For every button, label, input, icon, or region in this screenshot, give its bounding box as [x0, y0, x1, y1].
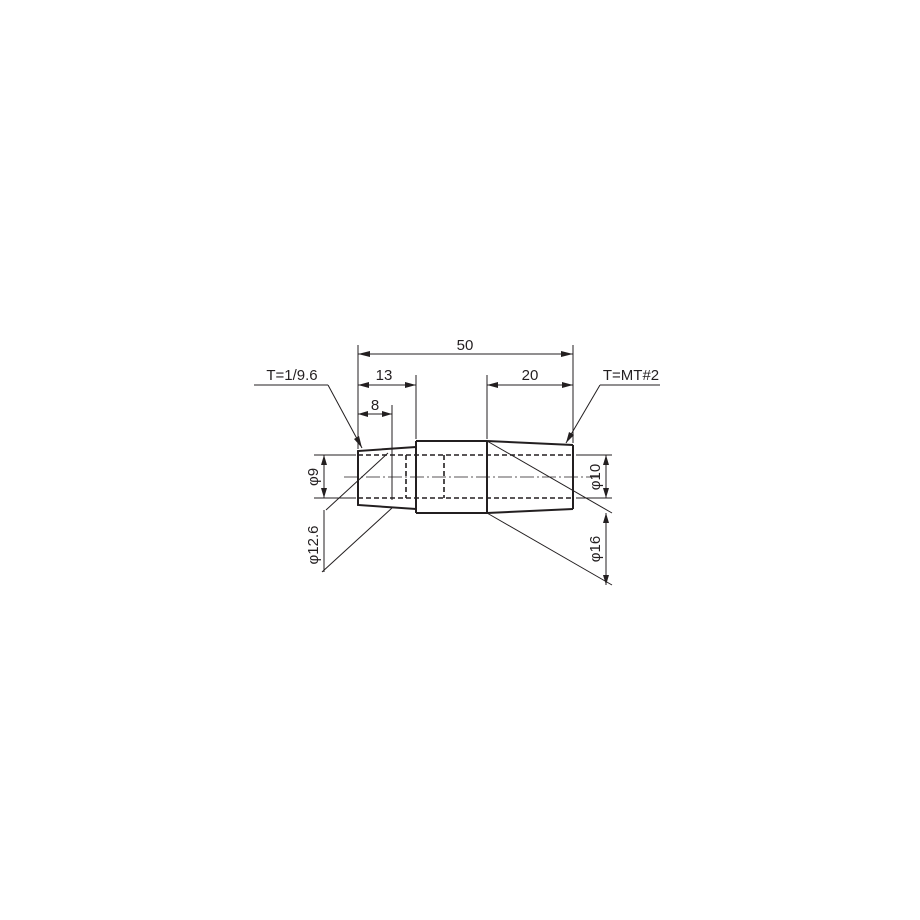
dim-dia-rear-small: φ10 — [587, 455, 609, 498]
dim-dia-front-label: φ9 — [305, 468, 322, 486]
hidden-lines — [358, 454, 573, 499]
dim-overall-length-label: 50 — [457, 337, 474, 354]
callout-front-taper-label: T=1/9.6 — [266, 367, 317, 384]
dim-front-length: 13 — [358, 367, 416, 388]
dim-bore-depth-label: 8 — [371, 397, 379, 414]
dim-front-length-label: 13 — [376, 367, 393, 384]
dim-dia-rear-large: φ16 — [486, 440, 613, 586]
dim-overall-length: 50 — [358, 337, 573, 357]
callout-rear-taper-label: T=MT#2 — [603, 367, 659, 384]
dim-dia-rear-small-label: φ10 — [587, 464, 604, 490]
dim-dia-front-outer: φ12.6 — [305, 452, 393, 573]
dim-dia-front-outer-label: φ12.6 — [305, 526, 322, 565]
callout-front-taper: T=1/9.6 — [254, 367, 363, 449]
callout-rear-taper: T=MT#2 — [565, 367, 660, 444]
dim-dia-rear-large-label: φ16 — [587, 536, 604, 562]
extension-lines — [314, 345, 612, 500]
dim-rear-taper-length: 20 — [487, 367, 573, 388]
dim-dia-front: φ9 — [305, 455, 327, 498]
dim-bore-depth: 8 — [358, 397, 392, 417]
dim-rear-taper-length-label: 20 — [522, 367, 539, 384]
